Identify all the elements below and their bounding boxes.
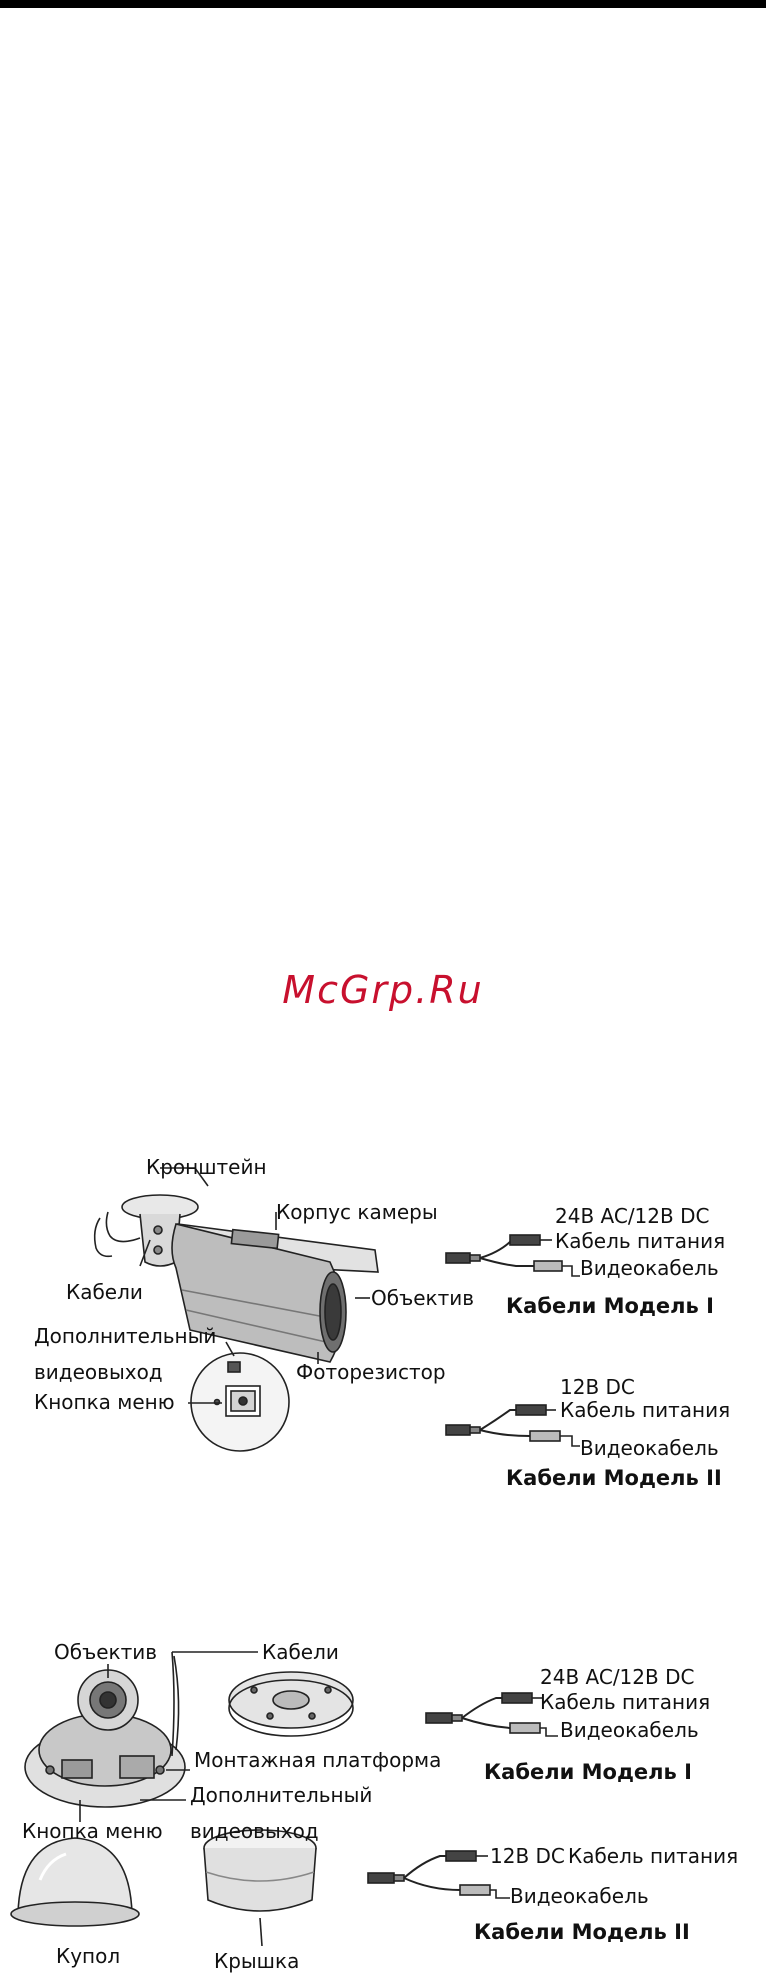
label-lens: Объектив [371, 1286, 475, 1310]
label-dome-model1-power-cable: Кабель питания [540, 1690, 711, 1714]
dome-model2-cable [367, 1850, 510, 1899]
label-bullet-model2-video-cable: Видеокабель [580, 1436, 719, 1460]
label-dome-model1-title: Кабели Модель I [484, 1760, 692, 1784]
label-dome-cables: Кабели [262, 1640, 339, 1664]
watermark: McGrp.Ru [282, 968, 484, 1012]
dome-model1-cable [425, 1692, 558, 1737]
label-dome-extra-video-out-line2: видеовыход [190, 1819, 319, 1843]
label-dome-model2-video-cable: Видеокабель [510, 1884, 649, 1908]
label-dome-lens: Объектив [54, 1640, 158, 1664]
label-bullet-model2-power-spec: 12В DC [560, 1375, 635, 1399]
label-bullet-model2-power-cable: Кабель питания [560, 1398, 731, 1422]
label-photoresistor: Фоторезистор [296, 1360, 446, 1384]
label-bracket: Кронштейн [146, 1155, 267, 1179]
top-border-bar [0, 0, 766, 8]
label-bullet-model1-video-cable: Видеокабель [580, 1256, 719, 1280]
label-dome-model2-power-cable: Кабель питания [568, 1844, 739, 1868]
label-bullet-model1-power-cable: Кабель питания [555, 1229, 726, 1253]
cover-ring-illustration [203, 1829, 317, 1947]
label-bullet-model1-title: Кабели Модель I [506, 1294, 714, 1318]
mounting-platform-illustration [228, 1671, 354, 1737]
label-bullet-model1-power-spec: 24В AC/12В DC [555, 1204, 710, 1228]
dome-camera-illustration [24, 1651, 258, 1822]
bullet-model1-cable [445, 1234, 580, 1277]
bullet-camera-illustration [93, 1167, 379, 1452]
label-bullet-model2-title: Кабели Модель II [506, 1466, 722, 1490]
dome-bubble-illustration [10, 1837, 140, 1927]
label-dome-model1-power-spec: 24В AC/12В DC [540, 1665, 695, 1689]
label-mounting-platform: Монтажная платформа [194, 1748, 442, 1772]
label-menu-button: Кнопка меню [34, 1390, 175, 1414]
label-extra-video-out-line2: видеовыход [34, 1360, 163, 1384]
label-cables: Кабели [66, 1280, 143, 1304]
bullet-model2-cable [445, 1404, 580, 1447]
label-dome: Купол [56, 1944, 121, 1968]
label-dome-model2-title: Кабели Модель II [474, 1920, 690, 1944]
label-dome-model2-power-spec: 12В DC [490, 1844, 565, 1868]
label-dome-extra-video-out-line1: Дополнительный [190, 1783, 373, 1807]
label-cover: Крышка [214, 1949, 300, 1973]
label-dome-model1-video-cable: Видеокабель [560, 1718, 699, 1742]
label-camera-housing: Корпус камеры [276, 1200, 438, 1224]
label-dome-menu-button: Кнопка меню [22, 1819, 163, 1843]
label-extra-video-out-line1: Дополнительный [34, 1324, 217, 1348]
